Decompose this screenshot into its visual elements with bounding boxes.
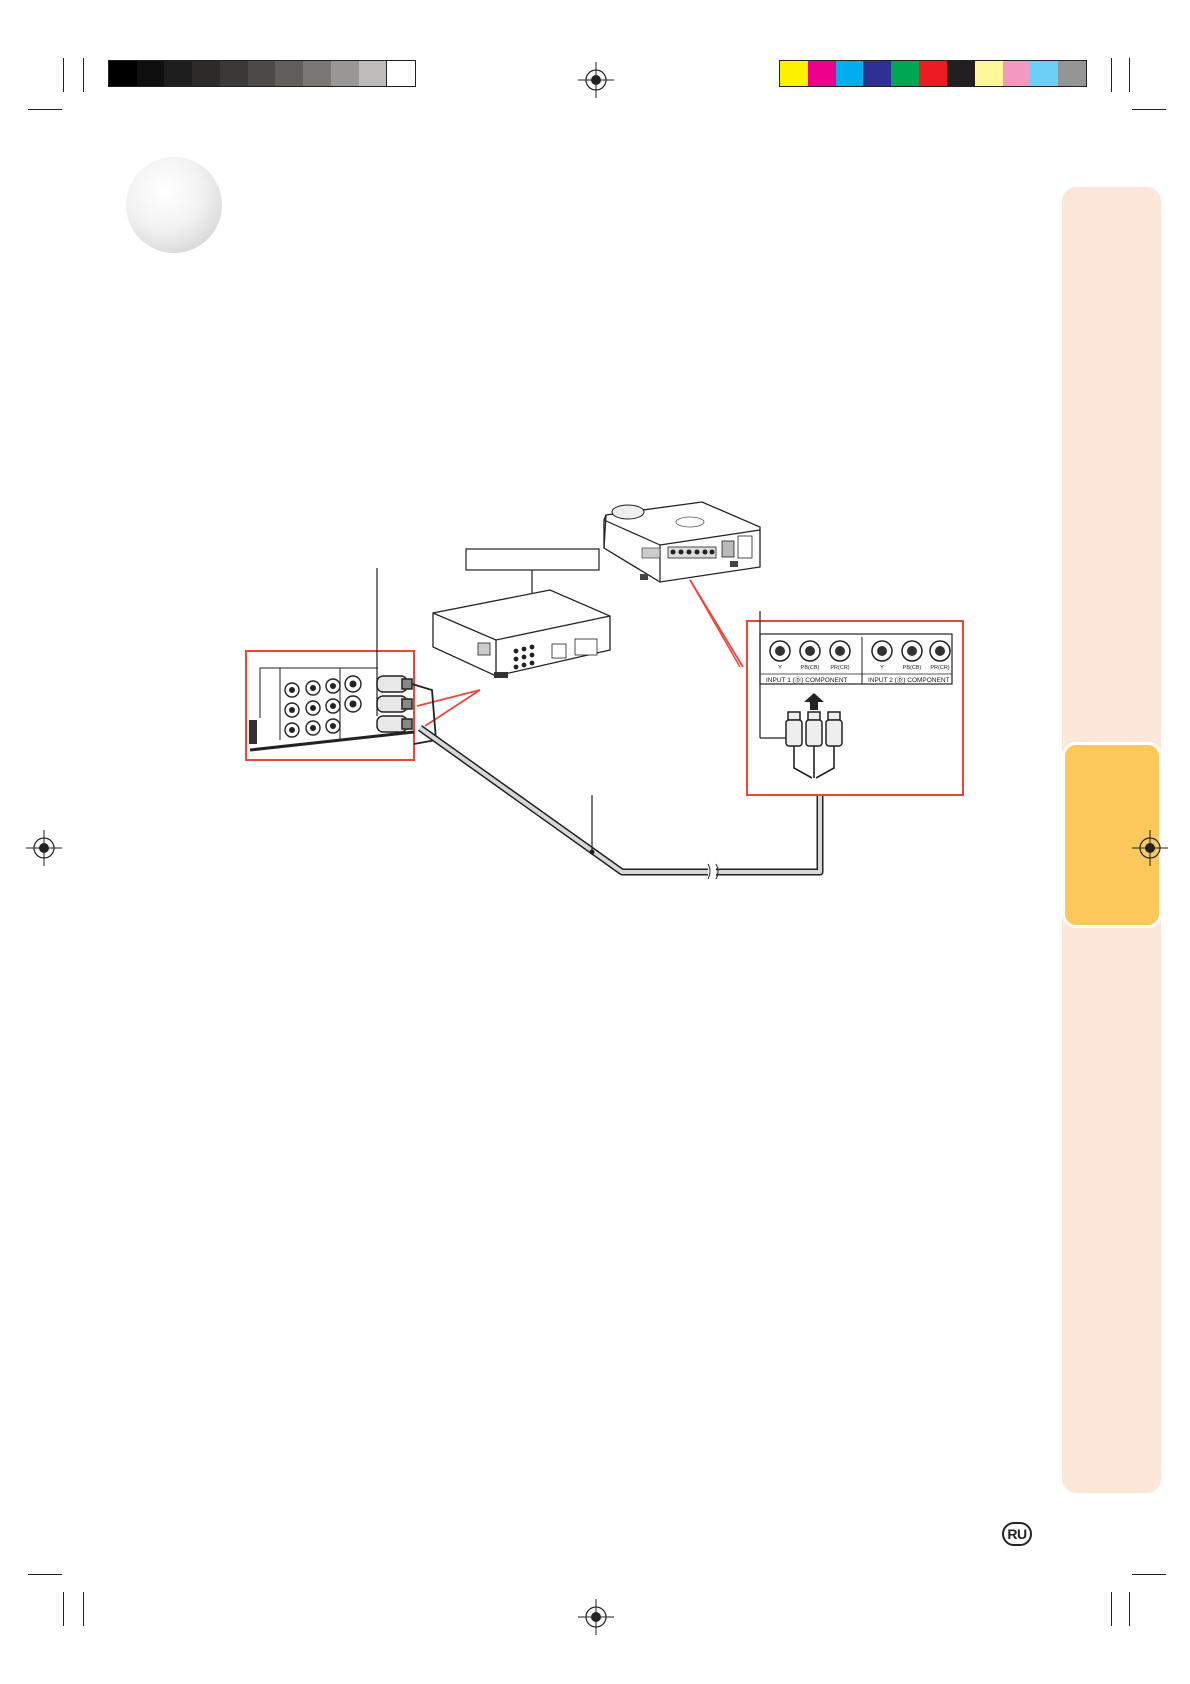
color-swatch	[807, 61, 836, 86]
crop-mark	[1129, 1592, 1130, 1626]
jack-label: PR(CR)	[830, 665, 849, 671]
input2-label: INPUT 2 (Ⓓ) COMPONENT	[868, 676, 950, 684]
color-swatch	[275, 61, 304, 86]
device-label-box	[465, 548, 600, 571]
color-swatch	[386, 61, 416, 86]
registration-mark	[578, 62, 614, 98]
jack-label: Y	[778, 665, 782, 671]
side-index-tab[interactable]	[1062, 742, 1162, 928]
color-swatch	[780, 61, 808, 86]
crop-mark	[28, 1574, 62, 1575]
color-swatch	[1030, 61, 1059, 86]
crop-mark	[1132, 109, 1166, 110]
color-swatch	[136, 61, 165, 86]
color-swatch	[1002, 61, 1031, 86]
registration-mark	[578, 1599, 614, 1635]
jack-label: Y	[880, 665, 884, 671]
color-swatch	[192, 61, 220, 86]
projector-illustration	[603, 501, 761, 583]
grayscale-color-bar	[108, 60, 416, 87]
color-swatch	[974, 61, 1003, 86]
jack-label: PR(CR)	[930, 665, 949, 671]
color-swatch	[358, 61, 387, 86]
crop-mark	[1111, 1592, 1112, 1626]
video-equipment-illustration	[432, 589, 611, 678]
crop-mark	[1132, 1574, 1166, 1575]
crop-mark	[1129, 58, 1130, 92]
process-color-bar	[779, 60, 1087, 87]
color-swatch	[219, 61, 248, 86]
color-swatch	[919, 61, 947, 86]
color-swatch	[247, 61, 276, 86]
input1-label: INPUT 1 (Ⓓ) COMPONENT	[766, 676, 848, 684]
crop-mark	[63, 1592, 64, 1626]
crop-mark	[83, 58, 84, 92]
color-swatch	[330, 61, 359, 86]
color-swatch	[946, 61, 975, 86]
color-swatch	[835, 61, 864, 86]
jack-label: PB(CB)	[801, 665, 820, 671]
color-swatch	[1058, 61, 1086, 86]
color-swatch	[303, 61, 331, 86]
color-swatch	[891, 61, 920, 86]
connection-diagram: Y PB(CB) PR(CR) Y PB(CB) PR(CR) INPUT 1 (Ⓓ) …	[245, 501, 964, 880]
crop-mark	[83, 1592, 84, 1626]
color-swatch	[164, 61, 193, 86]
registration-mark	[1132, 830, 1168, 866]
color-swatch	[863, 61, 892, 86]
color-swatch	[109, 61, 137, 86]
crop-mark	[63, 58, 64, 92]
step-number-circle	[126, 157, 222, 253]
language-badge: RU	[1002, 1522, 1032, 1546]
crop-mark	[1111, 58, 1112, 92]
registration-mark	[26, 830, 62, 866]
jack-label: PB(CB)	[903, 665, 922, 671]
crop-mark	[28, 109, 62, 110]
